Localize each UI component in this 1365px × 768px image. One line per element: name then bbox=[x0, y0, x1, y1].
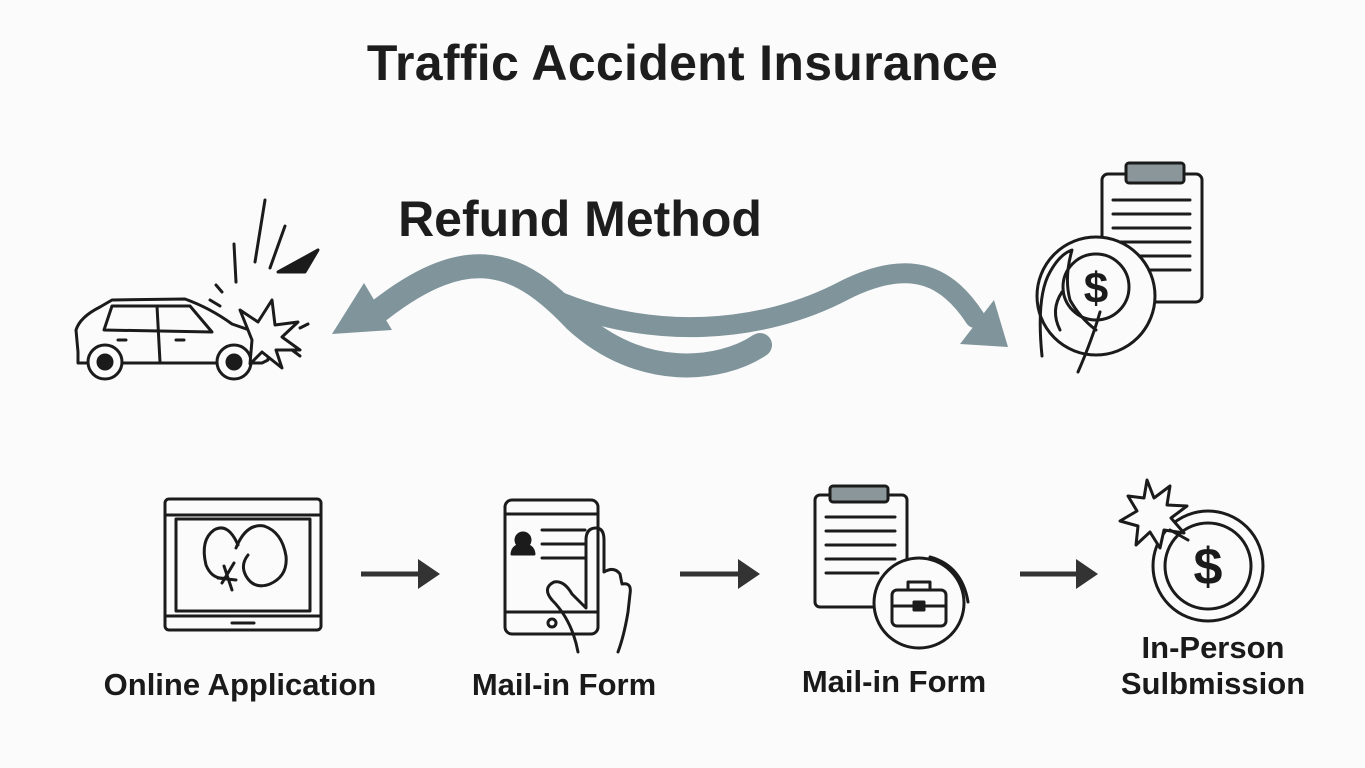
left-curve-arrow-shaft bbox=[368, 254, 772, 378]
right-arrowhead bbox=[960, 300, 1008, 347]
step-label-online-application: Online Application bbox=[103, 667, 377, 702]
step-label-mail-in-form-1: Mail-in Form bbox=[471, 667, 657, 702]
diagram-title: Traffic Accident Insurance bbox=[366, 35, 999, 91]
starburst-icon bbox=[1118, 478, 1189, 550]
svg-text:$: $ bbox=[1194, 538, 1223, 596]
refund-document-dollar-icon: $ bbox=[1035, 161, 1204, 374]
dollar-coin-burst-icon: $ bbox=[1118, 478, 1265, 623]
step-label-in-person-submission: In-Person Sulbmission bbox=[1100, 630, 1326, 702]
clipboard-briefcase-icon bbox=[813, 484, 970, 650]
phone-touch-form-icon bbox=[503, 498, 632, 654]
step-arrow-2 bbox=[680, 559, 760, 589]
svg-text:$: $ bbox=[1084, 264, 1108, 313]
left-arrowhead bbox=[332, 283, 392, 334]
step-label-line-1: In-Person bbox=[1141, 630, 1285, 665]
diagram-subtitle: Refund Method bbox=[398, 191, 762, 247]
impact-burst-icon bbox=[238, 298, 302, 370]
step-arrow-1 bbox=[361, 559, 440, 589]
step-arrow-3 bbox=[1020, 559, 1098, 589]
double-curved-arrow bbox=[368, 254, 985, 378]
step-label-line-2: Sulbmission bbox=[1120, 666, 1306, 701]
step-label-mail-in-form-2: Mail-in Form bbox=[801, 664, 987, 699]
tablet-face-icon bbox=[163, 497, 323, 632]
car-crash-icon bbox=[74, 198, 320, 381]
right-curve-arrow-shaft bbox=[545, 263, 985, 338]
